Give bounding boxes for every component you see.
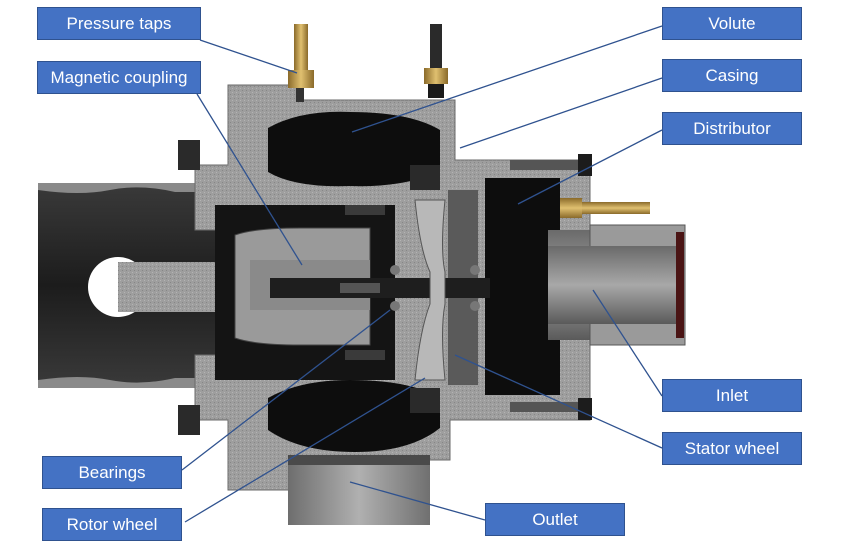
leader-inlet — [592, 289, 663, 397]
leader-volute — [351, 25, 663, 133]
pressure-tap-fittings — [288, 24, 650, 218]
outlet-pipe — [288, 455, 430, 525]
leader-distributor — [517, 129, 663, 205]
leader-magnetic-coupling — [196, 93, 303, 266]
label-distributor: Distributor — [662, 112, 802, 145]
inlet-fitting — [548, 224, 686, 346]
label-bearings: Bearings — [42, 456, 182, 489]
label-rotor-wheel: Rotor wheel — [42, 508, 182, 541]
label-inlet: Inlet — [662, 379, 802, 412]
label-stator-wheel: Stator wheel — [662, 432, 802, 465]
leader-bearings — [181, 309, 391, 471]
leader-lines — [181, 25, 663, 523]
bolts — [178, 140, 592, 435]
leader-rotor-wheel — [184, 377, 426, 523]
label-pressure-taps: Pressure taps — [37, 7, 201, 40]
label-volute: Volute — [662, 7, 802, 40]
cavities — [215, 111, 560, 452]
label-magnetic-coupling: Magnetic coupling — [37, 61, 201, 94]
leader-outlet — [349, 481, 486, 521]
leader-stator-wheel — [454, 354, 663, 449]
leader-pressure-taps — [199, 39, 298, 74]
shaft-assembly — [270, 199, 490, 381]
label-outlet: Outlet — [485, 503, 625, 536]
leader-casing — [459, 77, 663, 149]
label-casing: Casing — [662, 59, 802, 92]
